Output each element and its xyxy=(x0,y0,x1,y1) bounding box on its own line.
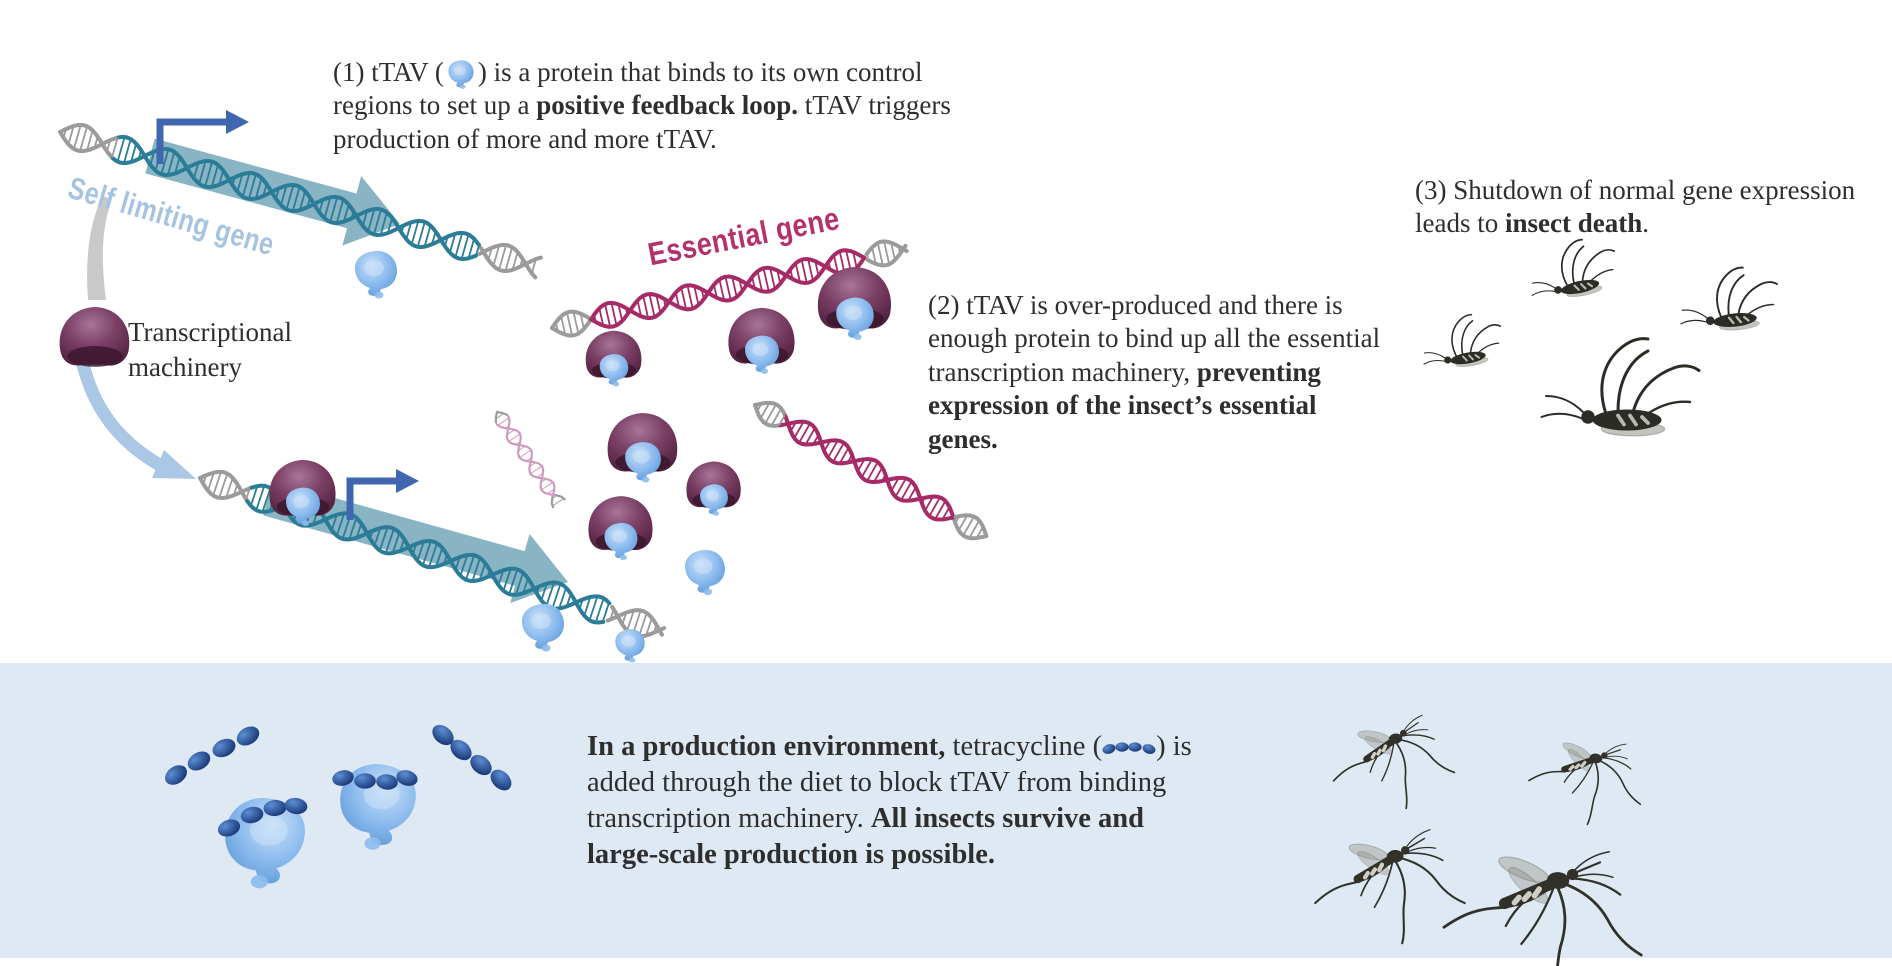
ttav-protein-icon xyxy=(448,60,474,89)
dna-fragment xyxy=(494,410,566,509)
emphasis-text: All insects survive and xyxy=(870,802,1145,834)
ttav-protein-blob xyxy=(615,629,645,663)
body-text: ) is xyxy=(1156,731,1192,762)
emphasis-text: large-scale production is possible. xyxy=(587,838,995,870)
living-mosquito xyxy=(1524,731,1648,831)
promoter-arrow-1 xyxy=(156,110,249,164)
essential-gene-dna xyxy=(550,239,909,338)
emphasis-text: positive feedback loop. xyxy=(536,90,798,121)
body-text: (2) tTAV is over-produced and there is xyxy=(928,290,1343,320)
body-text: tTAV triggers xyxy=(797,90,951,121)
body-text: added through the diet to block tTAV fro… xyxy=(587,766,1167,798)
dead-mosquito xyxy=(1539,336,1701,438)
production-environment-panel xyxy=(0,663,1892,958)
dead-mosquito xyxy=(1674,262,1783,337)
machinery-bound-by-ttav xyxy=(728,308,794,374)
ttav-blocked-by-tetracycline xyxy=(215,796,309,889)
emphasis-text: preventing xyxy=(1196,356,1321,387)
machinery-bound-by-ttav xyxy=(686,462,740,516)
transcriptional-machinery-label: Transcriptional machinery xyxy=(128,317,292,383)
tetracycline-molecule xyxy=(428,720,516,795)
body-text: production of more and more tTAV. xyxy=(333,123,717,154)
emphasis-text: expression of the insect’s essential xyxy=(928,390,1317,421)
body-text: (1) tTAV ( xyxy=(333,57,444,87)
tetracycline-molecule xyxy=(161,722,263,789)
body-text: . xyxy=(1642,208,1649,239)
body-text: ) is a protein that binds to its own con… xyxy=(477,57,923,87)
tetracycline-dot xyxy=(209,735,239,761)
self-limiting-gene-dna-copy1 xyxy=(58,123,543,280)
dead-mosquito xyxy=(1521,232,1623,307)
ttav-blocked-by-tetracycline xyxy=(330,764,420,850)
machinery-bound-by-ttav xyxy=(588,496,652,560)
body-text: enough protein to bind up all the essent… xyxy=(928,323,1381,354)
ttav-protein-blob xyxy=(685,549,725,596)
body-text: transcription machinery. xyxy=(587,802,871,834)
machinery-bound-by-ttav xyxy=(586,331,642,387)
transcriptional-machinery-blob xyxy=(59,306,130,367)
body-text: tetracycline ( xyxy=(945,731,1103,762)
emphasis-text: In a production environment, xyxy=(587,731,946,762)
machinery-bound-by-ttav xyxy=(608,413,678,483)
emphasis-text: genes. xyxy=(928,423,998,454)
tetracycline-dot xyxy=(233,722,263,750)
production-text: In a production environment, tetracyclin… xyxy=(587,729,1347,873)
ttav-protein-blob xyxy=(355,250,397,299)
body-text: leads to xyxy=(1415,208,1505,239)
emphasis-text: insect death xyxy=(1504,208,1643,239)
body-text: (3) Shutdown of normal gene expression xyxy=(1415,175,1856,205)
tetracycline-dot xyxy=(184,747,214,775)
ttav-protein-blob xyxy=(522,603,564,652)
tetracycline-dots-icon xyxy=(1102,742,1157,756)
engineered-environment-panel xyxy=(0,0,1892,663)
blocked-essential-gene-dna xyxy=(753,400,989,541)
tetracycline-dot xyxy=(354,773,376,789)
machinery-bound-by-ttav xyxy=(818,267,891,340)
label-to-machinery-connector xyxy=(87,196,112,300)
living-mosquito xyxy=(1440,841,1649,966)
body-text: transcription machinery, xyxy=(928,356,1197,387)
step1-text: (1) tTAV ( ) is a protein that binds to i… xyxy=(333,56,1093,156)
promoter-arrow-2 xyxy=(346,469,419,520)
tetracycline-dot xyxy=(161,761,191,789)
body-text: regions to set up a xyxy=(333,90,537,121)
